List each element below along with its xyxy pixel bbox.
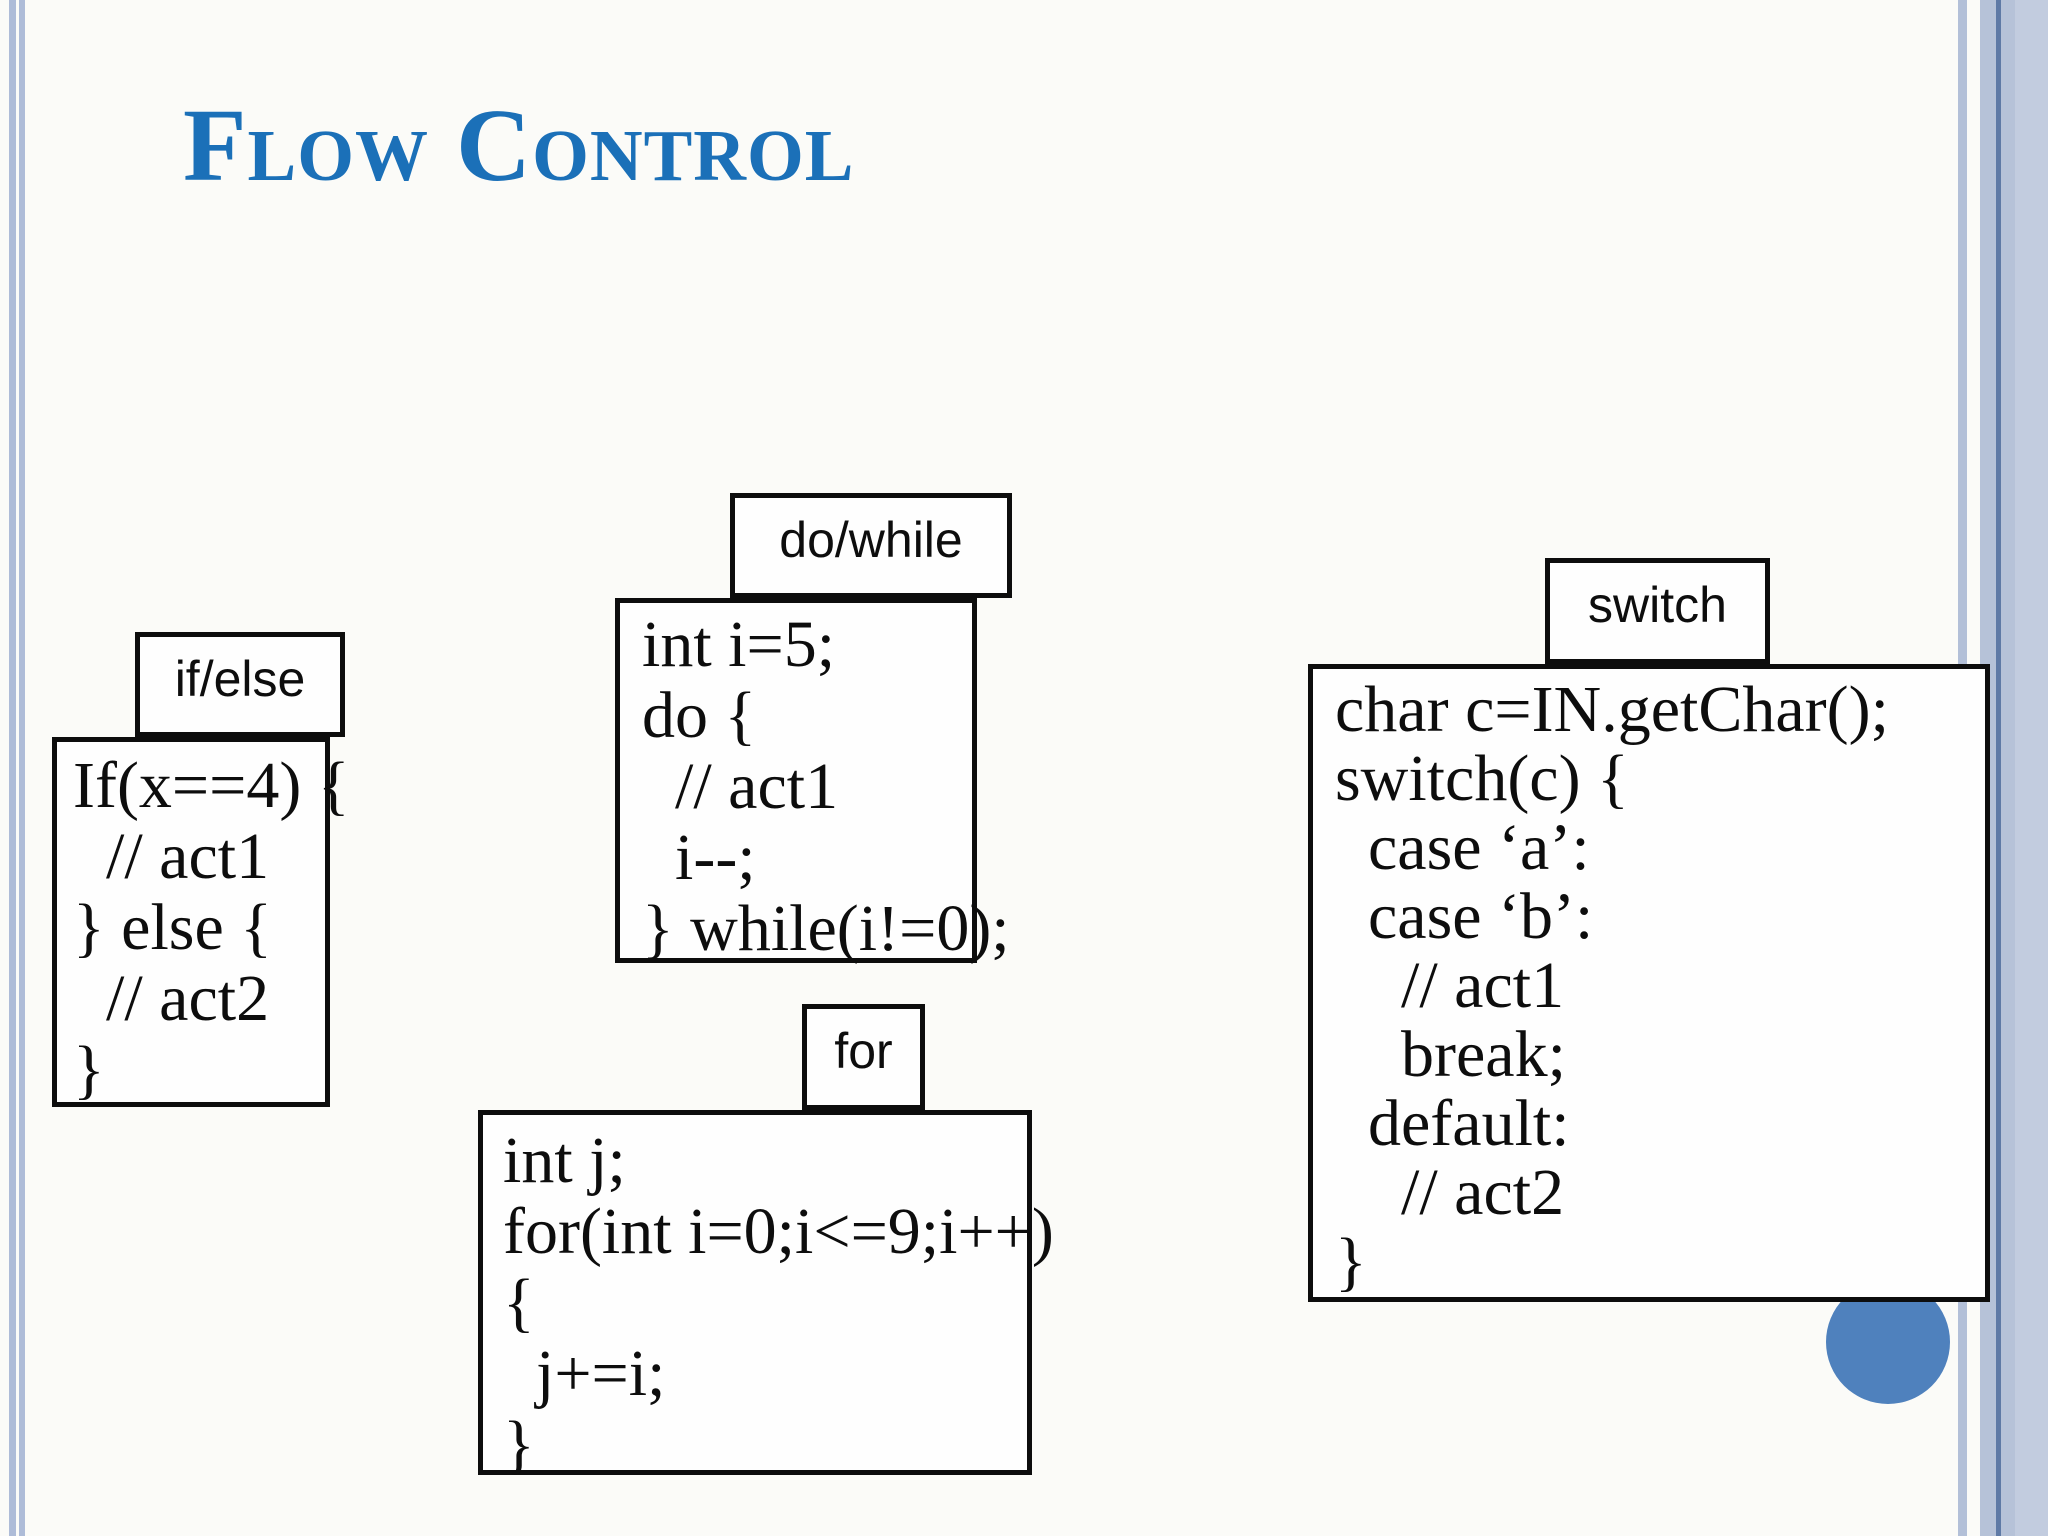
dowhile-label-box: do/while [730, 493, 1012, 598]
slide-title: Flow Control [183, 88, 855, 203]
dowhile-code-box: int i=5;do { // act1 i--;} while(i!=0); [615, 598, 1010, 965]
code-line: break; [1335, 1018, 1566, 1091]
ifelse-label-box: if/else [135, 632, 345, 737]
code-line: do { [642, 679, 757, 752]
code-line: // act2 [1335, 1156, 1565, 1229]
code-line: // act1 [642, 750, 839, 823]
for-code-box: int j;for(int i=0;i<=9;i++){ j+=i;} [478, 1110, 1054, 1480]
code-line: } [503, 1408, 535, 1481]
left-border-stripe-inner [19, 0, 25, 1536]
code-line: } while(i!=0); [642, 892, 1010, 965]
code-line: switch(c) { [1335, 742, 1629, 815]
code-line: { [503, 1266, 535, 1339]
code-line: // act1 [1335, 949, 1565, 1022]
code-line: If(x==4) { [73, 749, 350, 822]
code-line: char c=IN.getChar(); [1335, 673, 1889, 746]
code-line: j+=i; [503, 1337, 666, 1410]
code-line: } [73, 1033, 105, 1106]
for-label: for [834, 1023, 893, 1079]
dowhile-label: do/while [779, 511, 963, 568]
code-line: int i=5; [642, 608, 836, 681]
code-line: i--; [642, 821, 756, 894]
switch-label-box: switch [1545, 558, 1770, 664]
ifelse-code-box: If(x==4) { // act1} else { // act2} [52, 737, 350, 1107]
left-border-stripe-outer [9, 0, 16, 1536]
for-label-box: for [802, 1004, 925, 1110]
code-line: case ‘a’: [1335, 811, 1590, 884]
code-line: for(int i=0;i<=9;i++) [503, 1195, 1054, 1268]
code-line: default: [1335, 1087, 1570, 1160]
switch-label: switch [1588, 577, 1727, 633]
code-line: int j; [503, 1124, 626, 1197]
switch-code-box: char c=IN.getChar();switch(c) { case ‘a’… [1308, 664, 1990, 1302]
code-line: } else { [73, 891, 272, 964]
code-line: // act1 [73, 820, 270, 893]
right-border-dark-line [1996, 0, 2001, 1536]
code-line: } [1335, 1225, 1367, 1298]
code-line: // act2 [73, 962, 270, 1035]
code-line: case ‘b’: [1335, 880, 1594, 953]
ifelse-label: if/else [174, 650, 306, 707]
right-border-light-band [2015, 0, 2048, 1536]
